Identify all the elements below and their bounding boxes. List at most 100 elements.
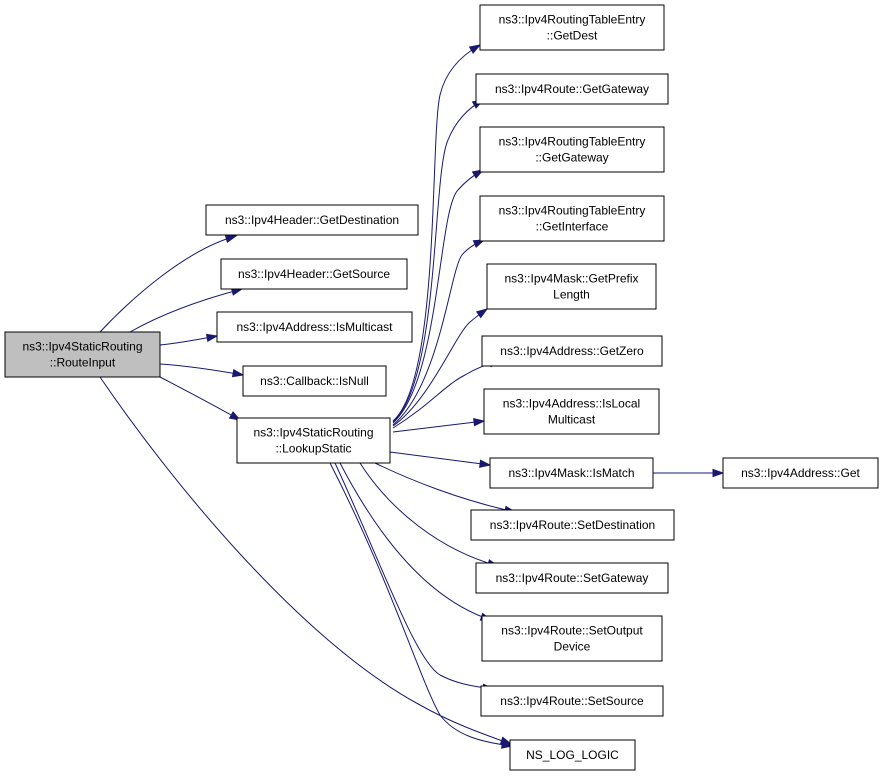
edge-line xyxy=(392,44,481,422)
node-label-line: ns3::Ipv4Route::SetGateway xyxy=(496,571,649,585)
edge-line xyxy=(99,235,237,333)
node-label-line: NS_LOG_LOGIC xyxy=(526,748,619,762)
node-route_get_gateway[interactable]: ns3::Ipv4Route::GetGateway xyxy=(475,73,669,105)
edge-arrowhead xyxy=(205,333,219,343)
node-box xyxy=(481,335,663,367)
node-box xyxy=(205,204,419,236)
node-box xyxy=(242,365,387,397)
node-label-line: ns3::Ipv4Route::SetDestination xyxy=(490,518,655,532)
edge-line xyxy=(99,376,512,745)
edge-line xyxy=(159,376,241,421)
node-label-line: Multicast xyxy=(548,413,596,427)
edge-arrowhead xyxy=(479,459,492,468)
node-label-line: Length xyxy=(553,288,590,302)
node-ns_log_logic[interactable]: NS_LOG_LOGIC xyxy=(509,739,636,771)
node-label-line: ns3::Ipv4Address::GetZero xyxy=(500,344,644,358)
edge-arrowhead xyxy=(472,239,486,249)
node-box xyxy=(475,562,669,594)
node-label-line: ns3::Ipv4StaticRouting xyxy=(253,426,373,440)
edge-lookup_static-to-rte_get_dest xyxy=(392,44,482,422)
node-route_set_gateway[interactable]: ns3::Ipv4Route::SetGateway xyxy=(475,562,669,594)
node-label-line: Device xyxy=(554,640,591,654)
node-label-line: ns3::Ipv4RoutingTableEntry xyxy=(499,204,646,218)
node-rte_get_interface[interactable]: ns3::Ipv4RoutingTableEntry::GetInterface xyxy=(479,195,665,242)
node-label-line: ns3::Callback::IsNull xyxy=(260,374,369,388)
edge-lookup_static-to-mask_get_prefix_length xyxy=(392,308,489,427)
node-box xyxy=(470,509,675,541)
node-box xyxy=(486,263,657,310)
node-is_null[interactable]: ns3::Callback::IsNull xyxy=(242,365,387,397)
node-label-line: ns3::Ipv4Route::GetGateway xyxy=(495,82,649,96)
edge-route_input-to-lookup_static xyxy=(159,376,242,421)
node-route_set_destination[interactable]: ns3::Ipv4Route::SetDestination xyxy=(470,509,675,541)
edge-line xyxy=(392,239,485,426)
node-box xyxy=(4,331,161,378)
node-rte_get_gateway[interactable]: ns3::Ipv4RoutingTableEntry::GetGateway xyxy=(479,126,665,173)
node-box xyxy=(481,615,663,662)
node-box xyxy=(509,739,636,771)
node-label-line: ::LookupStatic xyxy=(275,442,351,456)
node-label-line: ns3::Ipv4Mask::GetPrefix xyxy=(504,272,638,286)
node-label-line: ns3::Ipv4Route::SetSource xyxy=(500,694,644,708)
node-label-line: ::GetDest xyxy=(547,29,598,43)
node-box xyxy=(480,685,664,717)
edge-arrowhead xyxy=(475,308,489,319)
node-rte_get_dest[interactable]: ns3::Ipv4RoutingTableEntry::GetDest xyxy=(479,4,665,51)
node-is_multicast[interactable]: ns3::Ipv4Address::IsMulticast xyxy=(216,311,413,343)
nodes-layer: ns3::Ipv4StaticRouting::RouteInputns3::I… xyxy=(4,4,879,771)
node-box xyxy=(722,457,879,489)
edge-line xyxy=(159,363,244,376)
edge-arrowhead xyxy=(473,418,486,427)
node-label-line: ns3::Ipv4RoutingTableEntry xyxy=(499,13,646,27)
node-label-line: ns3::Ipv4Address::IsLocal xyxy=(503,397,640,411)
node-label-line: ::GetGateway xyxy=(535,151,608,165)
edge-arrowhead xyxy=(224,234,238,243)
edge-arrowhead xyxy=(712,468,725,478)
edge-line xyxy=(392,420,485,433)
edge-line xyxy=(389,451,491,466)
node-label-line: ns3::Ipv4Header::GetSource xyxy=(238,267,390,281)
node-get_destination[interactable]: ns3::Ipv4Header::GetDestination xyxy=(205,204,419,236)
node-lookup_static[interactable]: ns3::Ipv4StaticRouting::LookupStatic xyxy=(236,417,391,464)
edge-line xyxy=(339,462,492,621)
node-box xyxy=(483,388,660,435)
node-label-line: ::RouteInput xyxy=(50,356,116,370)
node-get_source[interactable]: ns3::Ipv4Header::GetSource xyxy=(220,258,408,290)
edge-arrowhead xyxy=(468,44,482,54)
node-mask_is_match[interactable]: ns3::Ipv4Mask::IsMatch xyxy=(489,457,654,489)
node-route_input[interactable]: ns3::Ipv4StaticRouting::RouteInput xyxy=(4,331,161,378)
node-box xyxy=(220,258,408,290)
node-label-line: ns3::Ipv4Address::Get xyxy=(741,466,860,480)
edge-route_input-to-get_destination xyxy=(99,234,238,333)
edge-route_input-to-is_null xyxy=(159,363,245,378)
node-addr_get_zero[interactable]: ns3::Ipv4Address::GetZero xyxy=(481,335,663,367)
node-box xyxy=(479,4,665,51)
node-box xyxy=(479,126,665,173)
edge-lookup_static-to-addr_is_local_multicast xyxy=(392,418,486,433)
edge-line xyxy=(129,288,243,333)
node-label-line: ns3::Ipv4RoutingTableEntry xyxy=(499,135,646,149)
node-label-line: ns3::Ipv4Route::SetOutput xyxy=(501,624,643,638)
node-label-line: ::GetInterface xyxy=(536,220,609,234)
node-label-line: ns3::Ipv4Mask::IsMatch xyxy=(508,466,634,480)
edge-mask_is_match-to-addr_get xyxy=(653,468,725,478)
edge-route_input-to-is_multicast xyxy=(159,333,219,346)
node-box xyxy=(216,311,413,343)
edge-arrowhead xyxy=(501,740,514,749)
node-route_set_source[interactable]: ns3::Ipv4Route::SetSource xyxy=(480,685,664,717)
node-label-line: ns3::Ipv4StaticRouting xyxy=(22,340,142,354)
edge-lookup_static-to-rte_get_interface xyxy=(392,239,486,426)
node-box xyxy=(489,457,654,489)
edge-line xyxy=(334,462,494,690)
node-box xyxy=(479,195,665,242)
node-box xyxy=(236,417,391,464)
edge-line xyxy=(329,462,513,747)
edge-arrowhead xyxy=(231,369,245,378)
node-box xyxy=(475,73,669,105)
edge-lookup_static-to-route_set_output_device xyxy=(339,462,493,621)
node-addr_get[interactable]: ns3::Ipv4Address::Get xyxy=(722,457,879,489)
